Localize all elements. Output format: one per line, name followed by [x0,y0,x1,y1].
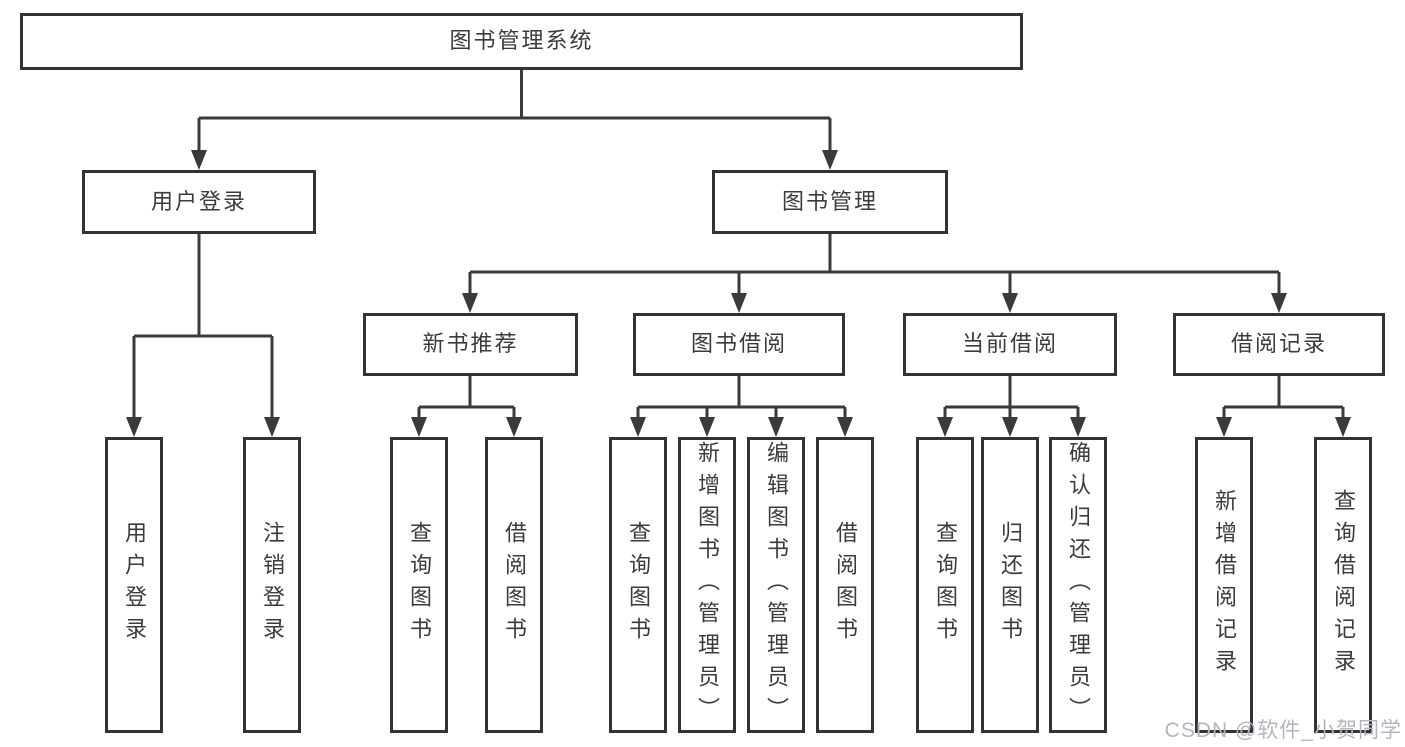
connector-book-borrow-branch [630,376,853,437]
connector-root-to-level2 [191,70,838,170]
connector-book-management-branch [462,234,1287,313]
leaf-add-borrow-record: 新增借阅记录 [1195,437,1253,733]
node-book-management-label: 图书管理 [781,188,878,214]
leaf-user-login: 用户登录 [105,437,163,733]
leaf-add-borrow-record-label: 新增借阅记录 [1212,489,1237,681]
node-book-borrow: 图书借阅 [633,313,845,376]
leaf-query-borrow-record: 查询借阅记录 [1314,437,1372,733]
leaf-recommend-borrow-books-label: 借阅图书 [502,521,527,649]
leaf-add-book-admin: 新增图书（管理员） [678,437,736,733]
node-borrow-records-label: 借阅记录 [1230,331,1327,357]
leaf-logout: 注销登录 [243,437,301,733]
node-book-management: 图书管理 [712,170,948,234]
leaf-add-book-admin-label: 新增图书（管理员） [695,441,720,729]
connector-borrow-records-branch [1216,376,1351,437]
leaf-current-query-books: 查询图书 [916,437,974,733]
leaf-recommend-query-books: 查询图书 [390,437,448,733]
csdn-watermark: CSDN @软件_小贺同学 [1164,719,1402,742]
connector-new-book-recommend-branch [411,376,522,437]
leaf-borrow-query-books-label: 查询图书 [626,521,651,649]
leaf-borrow-book: 借阅图书 [816,437,874,733]
leaf-borrow-book-label: 借阅图书 [833,521,858,649]
leaf-return-book: 归还图书 [981,437,1039,733]
node-user-login-label: 用户登录 [150,188,247,214]
node-book-borrow-label: 图书借阅 [690,331,787,357]
node-new-book-recommend-label: 新书推荐 [422,331,519,357]
leaf-query-borrow-record-label: 查询借阅记录 [1331,489,1356,681]
node-root: 图书管理系统 [20,13,1023,70]
leaf-user-login-label: 用户登录 [122,521,147,649]
leaf-current-query-books-label: 查询图书 [933,521,958,649]
leaf-borrow-query-books: 查询图书 [609,437,667,733]
node-user-login: 用户登录 [82,170,316,234]
leaf-return-book-label: 归还图书 [998,521,1023,649]
leaf-edit-book-admin-label: 编辑图书（管理员） [764,441,789,729]
node-root-label: 图书管理系统 [449,28,594,54]
connector-current-borrow-branch [937,376,1086,437]
leaf-logout-label: 注销登录 [260,521,285,649]
leaf-recommend-query-books-label: 查询图书 [407,521,432,649]
node-current-borrow-label: 当前借阅 [961,331,1058,357]
node-new-book-recommend: 新书推荐 [363,313,578,376]
leaf-confirm-return-admin-label: 确认归还（管理员） [1066,441,1091,729]
leaf-confirm-return-admin: 确认归还（管理员） [1049,437,1107,733]
node-current-borrow: 当前借阅 [903,313,1117,376]
leaf-recommend-borrow-books: 借阅图书 [485,437,543,733]
connector-user-login-branch [126,234,280,437]
node-borrow-records: 借阅记录 [1173,313,1385,376]
leaf-edit-book-admin: 编辑图书（管理员） [747,437,805,733]
